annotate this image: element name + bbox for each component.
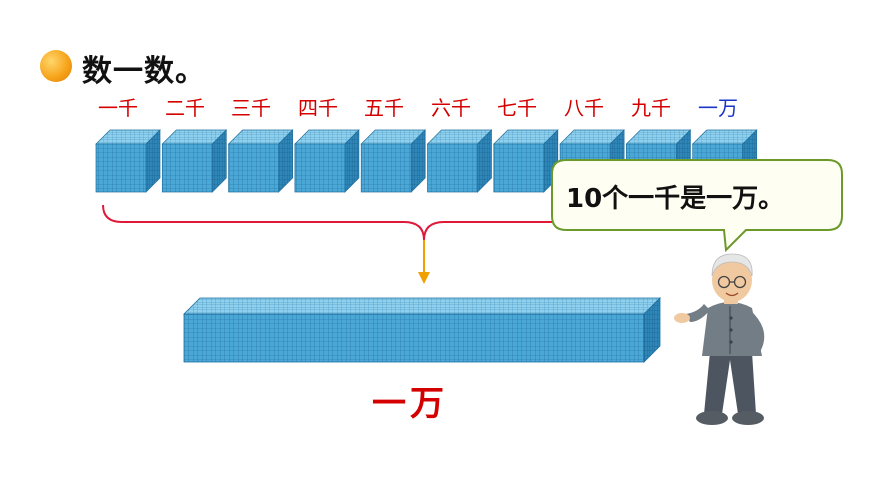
- speech-text: 10个一千是一万。: [566, 184, 785, 214]
- label-7000: 七千: [497, 96, 537, 120]
- label-4000: 四千: [298, 96, 338, 120]
- down-arrow-icon: [418, 240, 430, 284]
- thousand-cube: [492, 129, 559, 193]
- thousand-cube: [227, 129, 294, 193]
- thousand-cube: [161, 129, 228, 193]
- teacher-icon: [674, 253, 765, 425]
- heading: 数一数。: [82, 54, 206, 89]
- thousand-cube: [360, 129, 427, 193]
- label-8000: 八千: [564, 96, 604, 120]
- label-2000: 二千: [165, 96, 205, 120]
- orange-bullet-icon: [40, 50, 72, 82]
- thousand-cube: [426, 129, 493, 193]
- label-1000: 一千: [98, 96, 138, 120]
- label-10000: 一万: [698, 96, 738, 120]
- big-block-label: 一万: [372, 384, 448, 424]
- label-5000: 五千: [364, 96, 404, 120]
- label-6000: 六千: [431, 96, 471, 120]
- label-3000: 三千: [231, 96, 271, 120]
- thousand-cube: [95, 129, 161, 193]
- ten-thousand-block: [183, 297, 661, 363]
- thousand-cube: [294, 129, 360, 193]
- label-9000: 九千: [631, 96, 671, 120]
- speech-bubble: [551, 159, 843, 253]
